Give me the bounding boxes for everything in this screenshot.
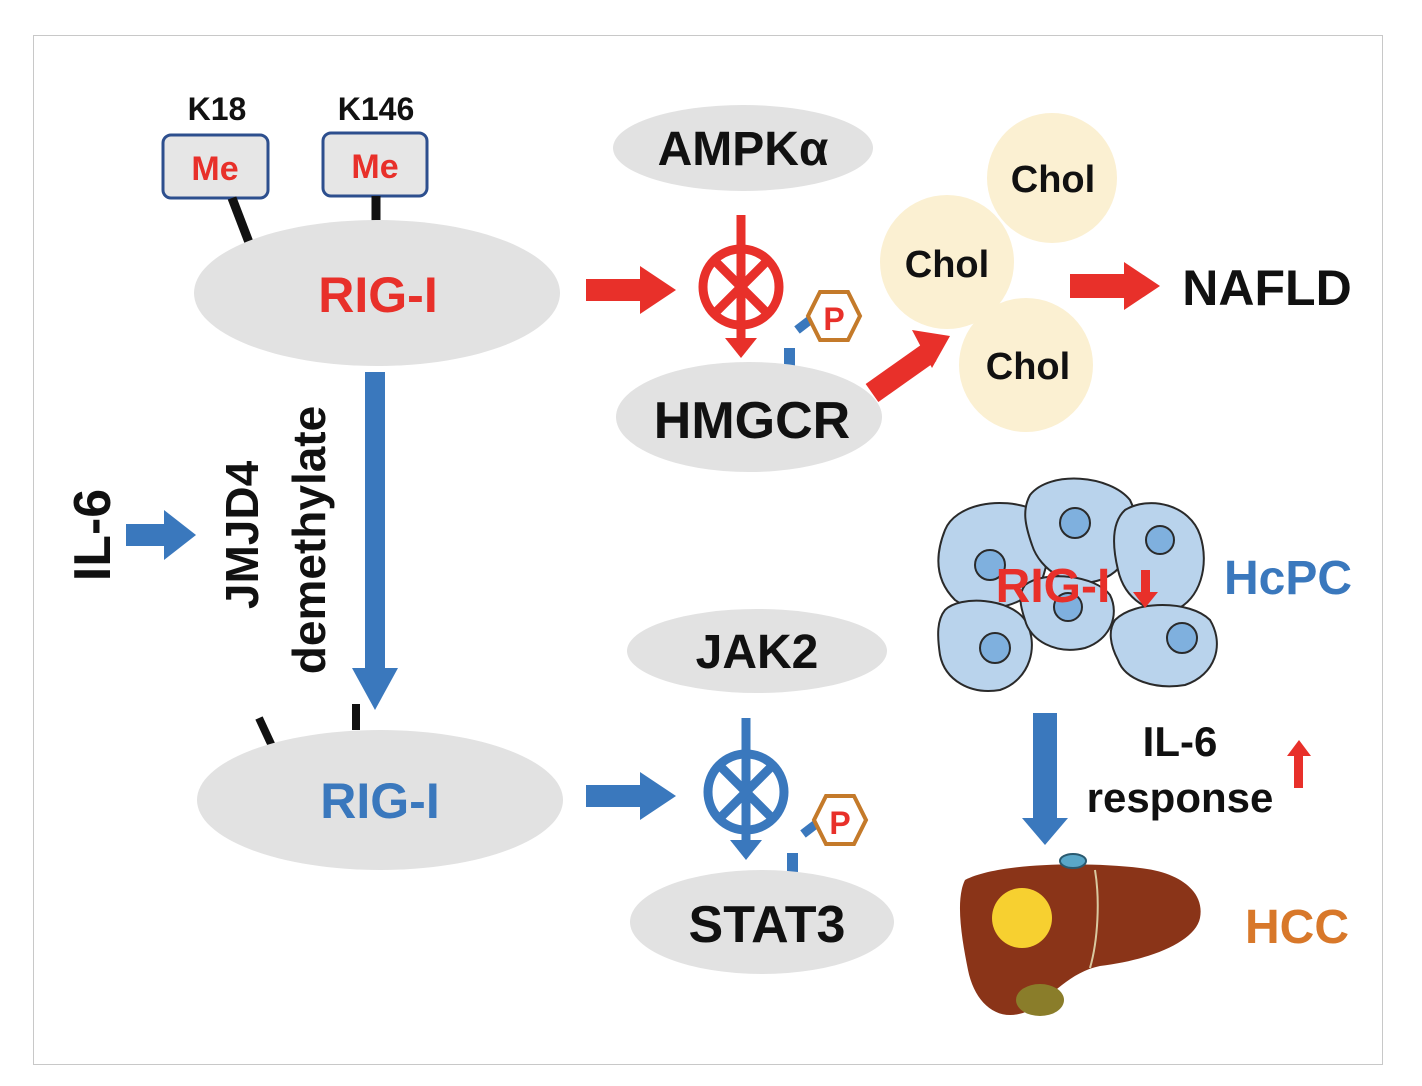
hmgcr-to-chol-arrow [865, 343, 937, 402]
rig-i-methylated-label: RIG-I [318, 267, 437, 323]
stat3-oval [630, 870, 894, 974]
chol-label-bottom: Chol [986, 346, 1070, 388]
jak2-label: JAK2 [696, 626, 819, 679]
chol-circle-bottom [959, 298, 1093, 432]
methyl-box-k146: Me [321, 131, 429, 198]
rig-to-stat3-arrow [586, 772, 676, 820]
chol-label-top: Chol [1011, 159, 1095, 201]
ampk-label: AMPKα [658, 123, 829, 176]
il6-response-up-arrow-icon [1287, 740, 1311, 788]
k18-label: K18 [188, 91, 247, 127]
stat3-phospho-stub [787, 853, 798, 873]
hmgcr-oval [616, 362, 882, 472]
phosphate-label-stat3: P [829, 805, 850, 841]
methyl-box-k18: Me [161, 133, 270, 200]
phosphate-icon-hmgcr: P [794, 290, 863, 342]
il6-response-line1: IL-6 [1143, 718, 1218, 765]
il6-arrow-head [164, 510, 196, 560]
demethylate-label: demethylate [283, 406, 335, 674]
hcpc-rig-i-label: RIG-I [996, 560, 1111, 613]
hcc-label: HCC [1245, 901, 1349, 954]
rig-i-demethylated-oval [197, 730, 563, 870]
ampk-oval [613, 105, 873, 191]
jmjd4-label: JMJD4 [216, 460, 268, 609]
methyl-link-k18 [227, 196, 255, 247]
demethylate-arrow-head [352, 668, 398, 710]
hcpc-to-hcc-arrow-shaft [1033, 713, 1057, 821]
hcpc-to-hcc-arrow-head [1022, 818, 1068, 845]
rig-to-hmgcr-arrow [586, 266, 676, 314]
k146-label: K146 [338, 91, 415, 127]
il6-response-line2: response [1087, 774, 1274, 821]
ampk-inhibition-icon [698, 215, 784, 358]
me-label-k146: Me [351, 148, 398, 186]
phosphate-label-hmgcr: P [823, 301, 844, 337]
rig-i-demethylated-label: RIG-I [320, 773, 439, 829]
demethylate-arrow-shaft [365, 372, 385, 672]
me-label-k18: Me [191, 150, 238, 188]
phosphate-icon-stat3: P [800, 794, 869, 846]
il6-arrow-shaft [126, 524, 166, 546]
cholesterol-cluster: Chol Chol Chol [880, 113, 1117, 432]
chol-label-left: Chol [905, 244, 989, 286]
rig-i-residue-stub-1 [255, 716, 276, 748]
chol-to-nafld-arrow [1070, 262, 1160, 310]
jak2-oval [627, 609, 887, 693]
liver-icon [959, 853, 1201, 1016]
hmgcr-label: HMGCR [654, 392, 850, 450]
il6-label: IL-6 [64, 489, 122, 581]
stat3-label: STAT3 [689, 896, 846, 954]
hmgcr-to-chol-arrow-head [912, 330, 950, 368]
hcpc-cell-cluster [937, 477, 1218, 692]
chol-circle-left [880, 195, 1014, 329]
hcpc-label: HcPC [1224, 552, 1352, 605]
hmgcr-phospho-stub [784, 348, 795, 370]
nafld-label: NAFLD [1182, 260, 1351, 316]
jak2-activation-icon [703, 718, 789, 860]
chol-circle-top [987, 113, 1117, 243]
rig-i-down-arrow-icon [1133, 570, 1158, 608]
rig-i-methylated-oval [194, 220, 560, 366]
